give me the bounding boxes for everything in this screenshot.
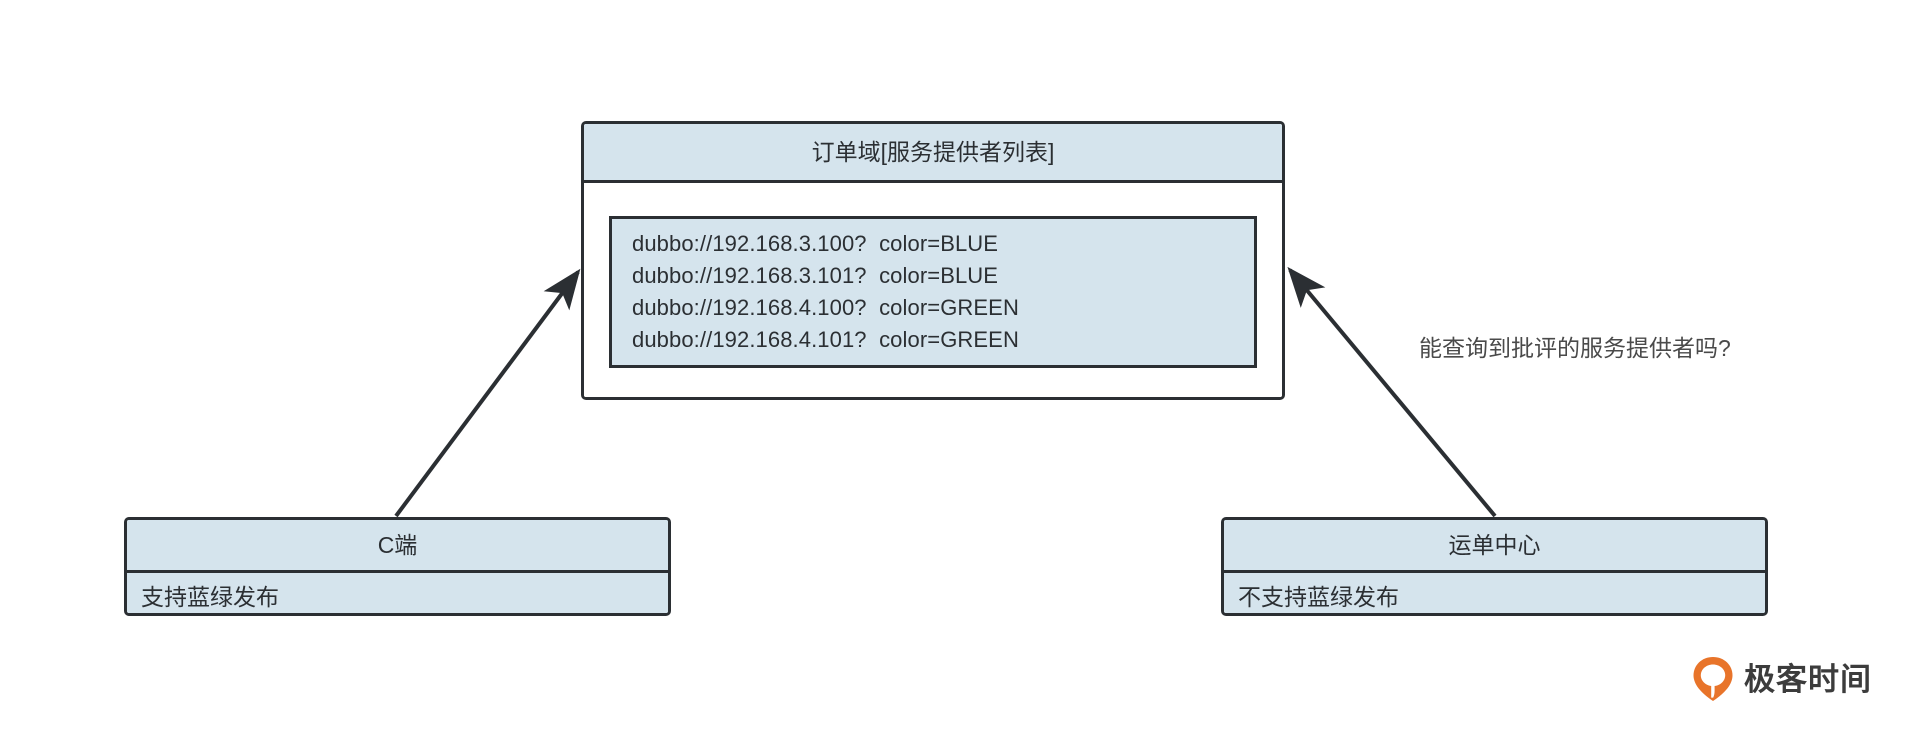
waybill-center-divider bbox=[1224, 570, 1765, 573]
geektime-pin-logo-icon bbox=[1693, 657, 1733, 701]
provider-list-item: dubbo://192.168.4.100? color=GREEN bbox=[632, 294, 1019, 320]
arrow-c-end-to-order-domain bbox=[394, 268, 581, 518]
order-domain-compartment: dubbo://192.168.3.100? color=BLUE dubbo:… bbox=[584, 183, 1282, 397]
waybill-center-body: 不支持蓝绿发布 bbox=[1224, 573, 1765, 613]
provider-list-panel[interactable]: dubbo://192.168.3.100? color=BLUE dubbo:… bbox=[609, 215, 1257, 368]
watermark-brand-text: 极客时间 bbox=[1744, 661, 1872, 697]
annotation-question-text: 能查询到批评的服务提供者吗? bbox=[1419, 335, 1731, 361]
c-end-box[interactable]: C端 支持蓝绿发布 bbox=[124, 517, 671, 616]
order-domain-header: 订单域[服务提供者列表] bbox=[584, 124, 1282, 180]
c-end-body: 支持蓝绿发布 bbox=[127, 573, 668, 613]
watermark: 极客时间 bbox=[1692, 656, 1872, 702]
waybill-center-box[interactable]: 运单中心 不支持蓝绿发布 bbox=[1221, 517, 1768, 616]
order-domain-provider-box[interactable]: 订单域[服务提供者列表] dubbo://192.168.3.100? colo… bbox=[581, 121, 1285, 400]
c-end-header: C端 bbox=[127, 520, 668, 570]
c-end-divider bbox=[127, 570, 668, 573]
order-domain-divider bbox=[584, 180, 1282, 183]
waybill-center-header: 运单中心 bbox=[1224, 520, 1765, 570]
provider-list-item: dubbo://192.168.4.101? color=GREEN bbox=[632, 326, 1019, 352]
arrow-waybill-center-to-order-domain bbox=[1287, 266, 1497, 518]
provider-list-item: dubbo://192.168.3.101? color=BLUE bbox=[632, 262, 999, 288]
provider-list-item: dubbo://192.168.3.100? color=BLUE bbox=[632, 230, 999, 256]
